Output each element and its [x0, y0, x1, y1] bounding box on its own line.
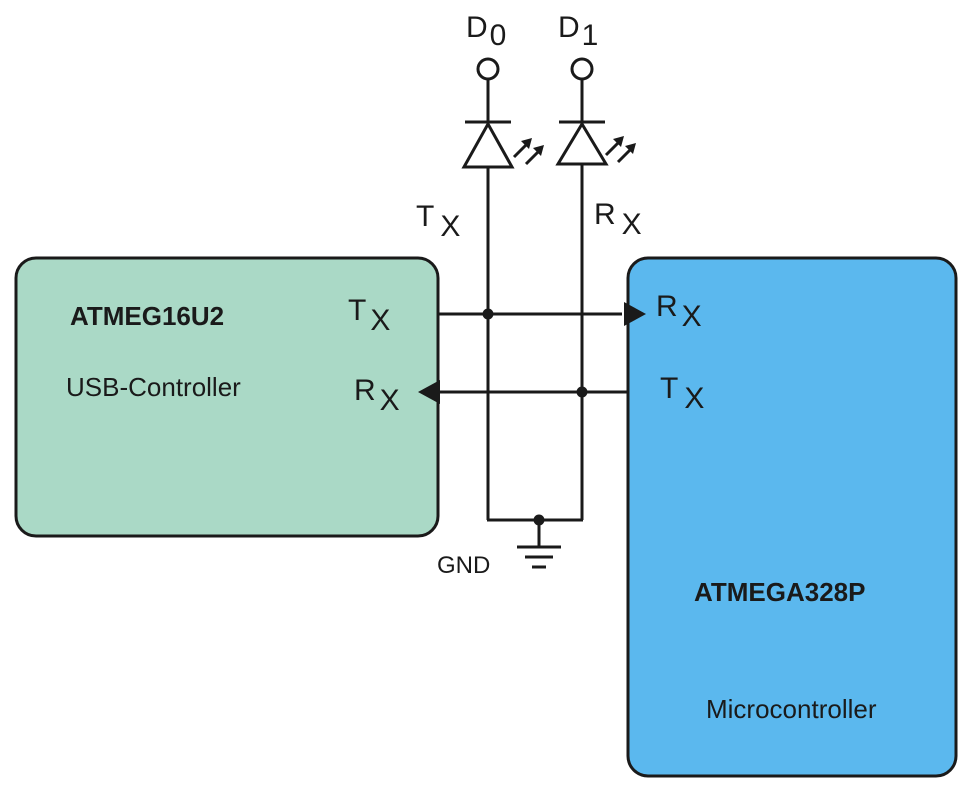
- usb-controller-title: ATMEG16U2: [70, 301, 224, 331]
- microcontroller-box: [626, 256, 958, 778]
- led-d1-diode-icon: [555, 121, 609, 166]
- junction-dot: [576, 386, 588, 398]
- ground-label: GND: [437, 552, 490, 579]
- microcontroller-title: ATMEGA328P: [694, 577, 865, 607]
- junctions: [482, 308, 588, 526]
- signal-lines: [418, 302, 646, 404]
- led-d0-label: D0: [466, 11, 506, 52]
- usb-controller-subtitle: USB-Controller: [66, 372, 241, 402]
- junction-dot: [482, 308, 494, 320]
- led-d1-emission-arrows-icon: [604, 136, 636, 164]
- led-d0-diode-icon: [461, 120, 515, 169]
- led-d0-terminal: [476, 57, 500, 81]
- microcontroller-subtitle: Microcontroller: [706, 694, 877, 724]
- rx-from-tx-arrowhead: [418, 380, 440, 404]
- tx-to-rx-arrowhead: [624, 302, 646, 326]
- led-d1-label: D1: [558, 11, 598, 52]
- led-d0-emission-arrows-icon: [512, 138, 544, 166]
- led-d1-terminal: [570, 57, 594, 81]
- ground-icon: [517, 545, 561, 569]
- ground: GND: [437, 518, 583, 579]
